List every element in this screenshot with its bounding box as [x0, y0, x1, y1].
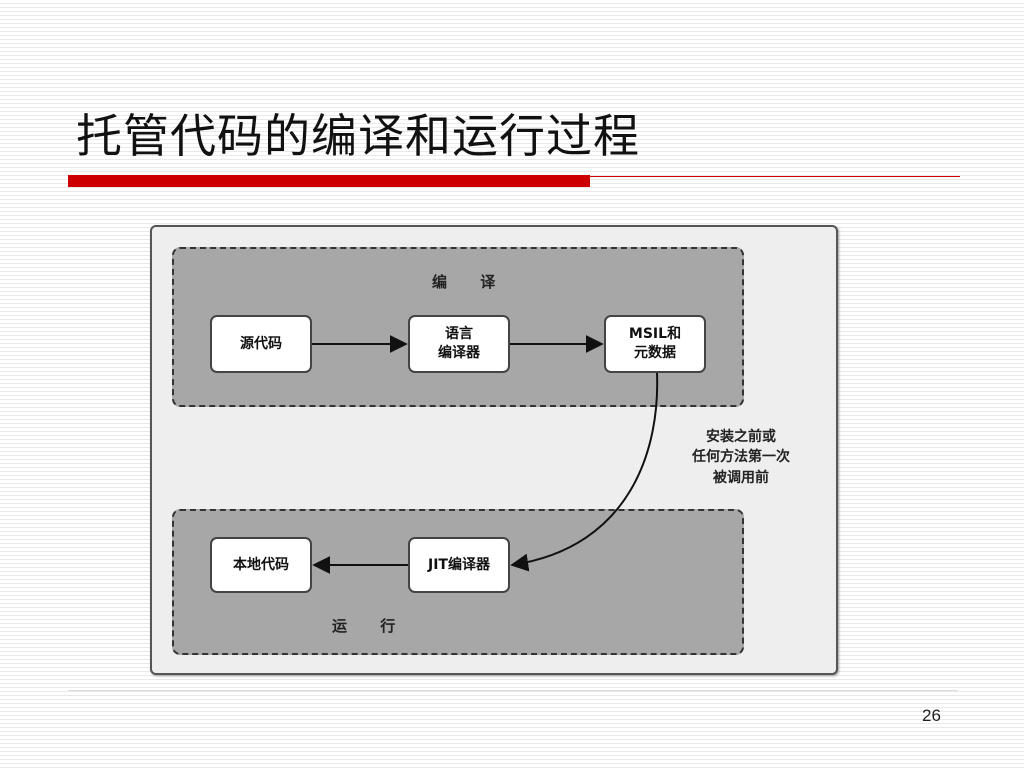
page-number: 26	[922, 706, 941, 725]
footer-rule	[68, 690, 958, 691]
jit-compiler-node: JIT编译器	[408, 537, 510, 593]
title-rule	[590, 176, 960, 177]
title-accent-bar	[68, 175, 590, 187]
run-group-label: 运 行	[332, 617, 410, 635]
slide-title: 托管代码的编译和运行过程	[76, 109, 640, 163]
msil-metadata-node: MSIL和 元数据	[604, 315, 706, 373]
native-code-node: 本地代码	[210, 537, 312, 593]
language-compiler-node: 语言 编译器	[408, 315, 510, 373]
process-diagram: 编 译 运 行 源代码 语言 编译器 MSIL和 元数据 JIT编译器 本地代码…	[150, 225, 838, 675]
compile-group-label: 编 译	[432, 273, 510, 291]
jit-trigger-label: 安装之前或 任何方法第一次 被调用前	[692, 429, 790, 486]
source-code-node: 源代码	[210, 315, 312, 373]
